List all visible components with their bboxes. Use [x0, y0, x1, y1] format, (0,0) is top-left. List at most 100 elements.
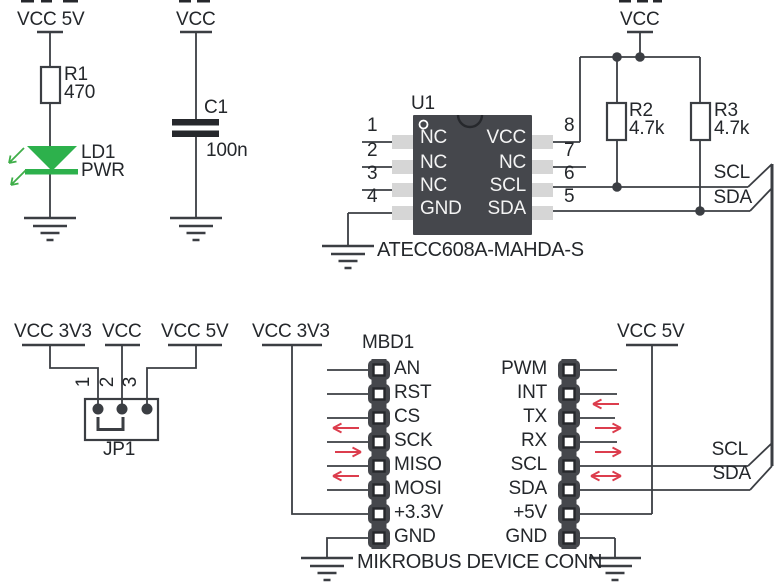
mikrobus-pin-label: TX: [523, 406, 547, 427]
ic-pad-2: [392, 160, 413, 174]
resistor-value: 4.7k: [714, 118, 750, 139]
ic-pin-name: NC: [420, 175, 448, 196]
capacitor-ref: C1: [204, 97, 228, 118]
ic-pad-3: [392, 183, 413, 197]
ic-pin-number: 1: [367, 115, 378, 136]
led-ld1-triangle: [27, 146, 77, 171]
ic-right-pin-wires: [553, 57, 773, 212]
ground-symbol: [299, 556, 355, 582]
led-ld1-cathode-bar: [25, 169, 78, 175]
capacitor-c1-plate: [172, 119, 219, 126]
capacitor-value: 100n: [206, 140, 248, 161]
mikrobus-pin-label: SCL: [510, 454, 548, 475]
jp1-pad-1: [92, 403, 104, 415]
signal-direction-arrow-right: [594, 446, 622, 458]
ic-pin-number: 3: [367, 163, 378, 184]
resistor-ref: R1: [64, 64, 88, 85]
mikrobus-pin-label: SCK: [394, 430, 433, 451]
cropped-text-remnants: [21, 0, 662, 3]
mikrobus-pin-label: INT: [516, 382, 547, 403]
mikrobus-pin-label: GND: [505, 526, 547, 547]
resistor-r1: [39, 65, 62, 105]
connector-ref: MBD1: [362, 332, 414, 353]
net-label-sda: SDA: [713, 187, 753, 208]
resistor-ref: R3: [714, 100, 738, 121]
ic-pin-name: NC: [420, 152, 448, 173]
ic-pin-name: NC: [498, 152, 526, 173]
mikrobus-pin-label: RST: [394, 382, 432, 403]
mikrobus-pin-label: PWM: [501, 358, 547, 379]
ic-part-number: ATECC608A-MAHDA-S: [377, 239, 584, 261]
ic-pin-number: 7: [564, 140, 575, 161]
mikrobus-pin-label: SDA: [508, 478, 548, 499]
signal-direction-arrow-left: [332, 470, 360, 482]
jp1-pad-2: [116, 403, 128, 415]
junction-dot: [612, 182, 622, 192]
jp1-jumper-bracket: [96, 417, 125, 431]
jp1-pad-3: [141, 403, 153, 415]
rail-label-vcc-pullup: VCC: [620, 9, 660, 30]
jp1-pin-number: 1: [73, 376, 94, 388]
led-function-label: PWR: [81, 160, 125, 181]
mikrobus-pin-label: RX: [521, 430, 547, 451]
light-emission-arrow-icon: [8, 147, 25, 164]
mikrobus-right-wires: [580, 345, 773, 558]
ic-pin-name: SDA: [487, 198, 527, 219]
rail-label-vcc5v: VCC 5V: [17, 9, 85, 30]
ic-left-pin-wires: [347, 141, 392, 246]
ic-pin-number: 2: [367, 140, 378, 161]
jp1-pin-number: 3: [120, 376, 141, 388]
rail-label-vcc: VCC: [176, 9, 216, 30]
led-ref: LD1: [81, 142, 116, 163]
ic-body: [413, 115, 532, 235]
junction-dot: [635, 52, 645, 62]
mikrobus-pin-label: +3.3V: [394, 502, 444, 523]
ic-pin-number: 4: [367, 186, 378, 207]
ic-pad-4: [392, 206, 413, 220]
mikrobus-right-header: [558, 359, 580, 549]
ic-ref: U1: [411, 93, 435, 114]
ic-pad-5: [532, 206, 553, 220]
mikrobus-pin-label: AN: [394, 358, 420, 379]
ic-pin-number: 6: [564, 163, 575, 184]
signal-direction-arrow-right: [334, 446, 362, 458]
jp1-ref: JP1: [103, 439, 136, 460]
resistor-r3: [689, 101, 712, 142]
resistor-r2: [605, 101, 628, 142]
jp1-pin-number: 2: [97, 376, 118, 388]
ic-pin-number: 5: [564, 186, 575, 207]
jp1-wires: [49, 345, 197, 404]
light-emission-arrow-icon: [10, 169, 27, 186]
rail-label-vcc5v: VCC 5V: [161, 321, 229, 342]
ic-pin-number: 8: [564, 115, 575, 136]
mikrobus-left-header: [368, 359, 390, 549]
ground-symbol: [22, 216, 78, 242]
net-label-sda: SDA: [712, 463, 752, 484]
mikrobus-pin-label: +5V: [513, 502, 547, 523]
connector-title: MIKROBUS DEVICE CONN: [357, 551, 603, 573]
signal-direction-arrow-bidirectional: [590, 470, 622, 482]
ic-notch-icon: [456, 114, 484, 129]
rail-label-vcc5v: VCC 5V: [617, 321, 685, 342]
signal-direction-arrow-left: [592, 398, 620, 410]
mikrobus-left-wires: [291, 345, 368, 558]
ic-pin-name: VCC: [486, 127, 526, 148]
ground-symbol: [168, 216, 224, 242]
mikrobus-pin-label: MOSI: [394, 478, 442, 499]
signal-direction-arrow-right: [594, 422, 622, 434]
capacitor-c1-plate: [172, 130, 219, 137]
signal-direction-arrow-left: [332, 422, 360, 434]
ground-symbol: [320, 244, 376, 270]
resistor-ref: R2: [629, 100, 653, 121]
junction-dot: [695, 206, 705, 216]
rail-label-vcc: VCC: [102, 321, 142, 342]
ic-pad-1: [392, 135, 413, 149]
ic-pin1-indicator-icon: [418, 119, 429, 130]
ic-pin-name: GND: [420, 198, 462, 219]
resistor-value: 470: [64, 82, 96, 103]
rail-label-vcc3v3: VCC 3V3: [14, 321, 92, 342]
rail-label-vcc3v3: VCC 3V3: [252, 321, 330, 342]
net-label-scl: SCL: [711, 439, 749, 460]
